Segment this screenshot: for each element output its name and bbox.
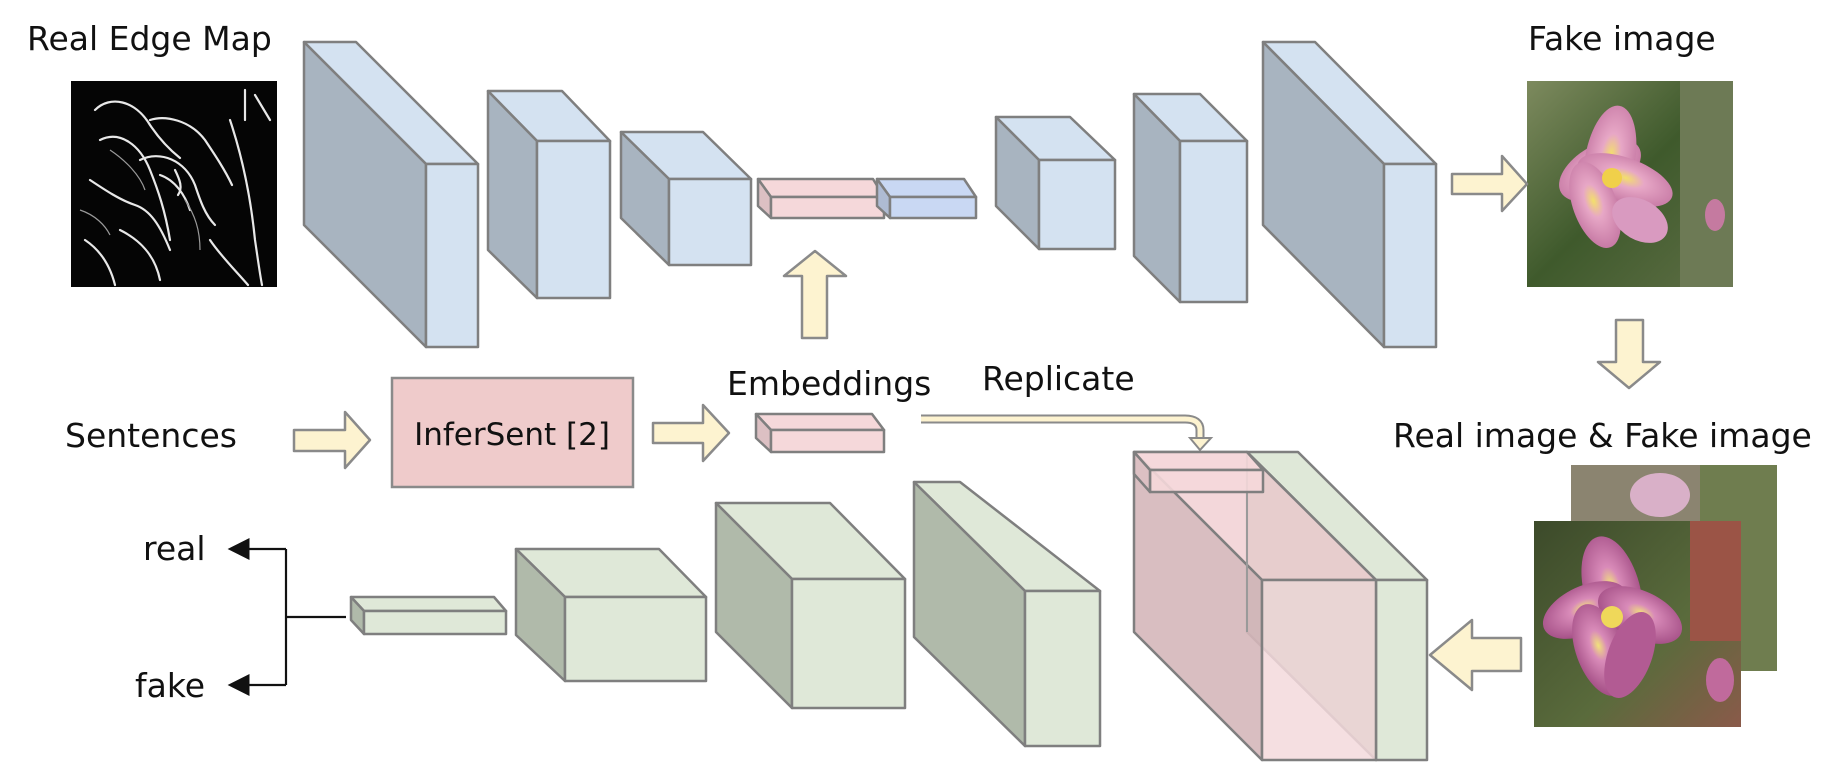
- generator-encoder-block-1: [302, 40, 480, 349]
- bottleneck-feature-block: [875, 177, 978, 220]
- edge-map-image: [71, 81, 277, 287]
- discriminator-block-1: [514, 547, 708, 683]
- infersent-box: InferSent [2]: [390, 376, 635, 489]
- real-fake-image-stack: [1534, 465, 1777, 727]
- infersent-label: InferSent [2]: [414, 417, 610, 453]
- real-edge-map-label: Real Edge Map: [27, 19, 272, 58]
- fake-down-arrow: [1596, 318, 1662, 390]
- infersent-to-embedding-arrow: [651, 403, 731, 463]
- fake-image-label: Fake image: [1528, 19, 1716, 58]
- real-output-label: real: [143, 529, 206, 568]
- replicate-arrow: [921, 414, 1214, 452]
- fake-image-photo: [1527, 81, 1733, 287]
- real-and-fake-label: Real image & Fake image: [1393, 416, 1812, 455]
- generator-encoder-block-2: [486, 89, 612, 300]
- sentence-embedding-block: [754, 412, 886, 454]
- bottleneck-embedding-block: [756, 177, 886, 220]
- sentences-label: Sentences: [65, 416, 237, 455]
- discriminator-output-block: [349, 595, 508, 636]
- discriminator-block-2: [714, 501, 907, 710]
- replicate-label: Replicate: [982, 359, 1135, 398]
- sentences-to-infersent-arrow: [292, 410, 372, 470]
- real-fake-output-arrows: [227, 538, 346, 696]
- generator-decoder-block-2: [1132, 92, 1249, 304]
- discriminator-block-3: [912, 480, 1102, 748]
- images-to-discriminator-arrow: [1428, 618, 1523, 692]
- generator-to-fake-arrow: [1450, 154, 1529, 213]
- embeddings-label: Embeddings: [727, 364, 931, 403]
- generator-decoder-block-1: [994, 115, 1117, 251]
- fake-output-label: fake: [135, 666, 205, 705]
- generator-encoder-block-3: [619, 130, 753, 267]
- generator-decoder-block-3: [1261, 40, 1438, 349]
- discriminator-concat-block: [1132, 450, 1429, 762]
- embedding-up-arrow: [782, 249, 848, 340]
